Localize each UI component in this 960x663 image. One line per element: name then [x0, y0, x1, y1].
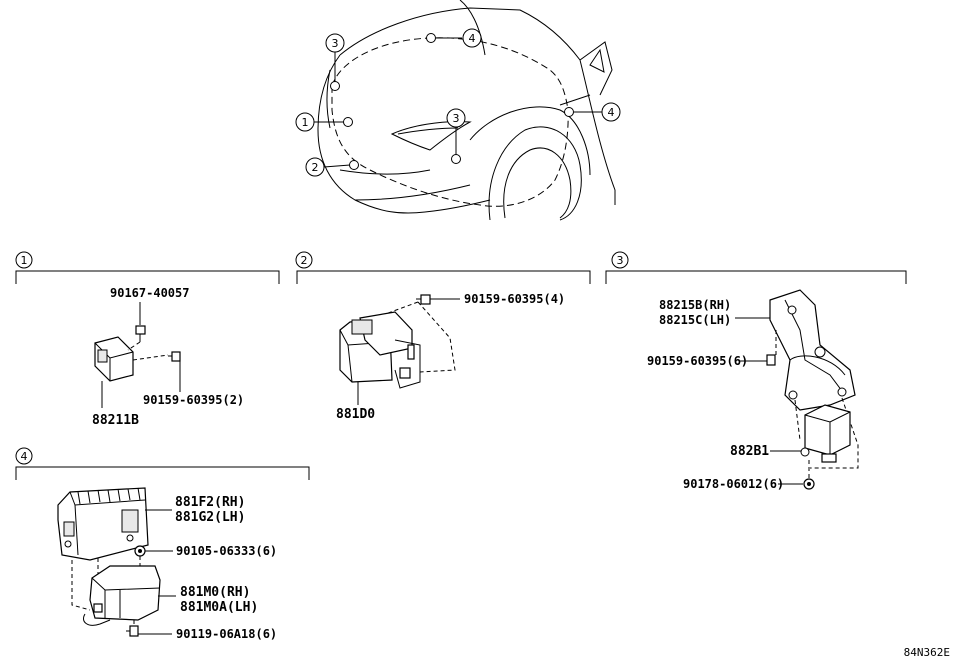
section-2-bracket [296, 270, 591, 284]
part-label-90119-06A18-6: 90119-06A18(6) [176, 627, 277, 641]
section-4-number: 4 [21, 450, 28, 463]
part-label-90159-60395-4: 90159-60395(4) [464, 292, 565, 306]
bolt-90167-40057 [135, 325, 146, 342]
bracket-881F2 [57, 487, 149, 561]
nut-90105-06333 [134, 545, 146, 557]
part-label-90178-06012-6: 90178-06012(6) [683, 477, 784, 491]
section-1-bracket [15, 270, 280, 284]
part-label-881M0: 881M0(RH) [180, 585, 250, 600]
section-2: 2 90159-60395(4) 881D0 [295, 251, 591, 422]
section-3-bracket [605, 270, 907, 284]
overview-callout-3-center: 3 [453, 112, 460, 125]
nut-90178-06012 [803, 478, 815, 490]
part-label-882B1: 882B1 [730, 444, 769, 459]
bolt-90159-60395 [168, 351, 181, 362]
overview-callout-3-left: 3 [332, 37, 339, 50]
part-label-90167-40057: 90167-40057 [110, 286, 189, 300]
section-2-number: 2 [301, 254, 308, 267]
section-3: 3 88215B(RH) 88215C(LH) 90159-60395(6) [605, 251, 907, 491]
section-4: 4 881F2(RH) 881G2(LH) 90105-06333(6) [15, 447, 310, 641]
car-overview-illustration [317, 0, 616, 221]
overview-callouts: 4 3 1 2 3 4 [295, 28, 621, 177]
part-label-90105-06333-6: 90105-06333(6) [176, 544, 277, 558]
overview-callout-1: 1 [302, 116, 309, 129]
section-1: 1 90167-40057 90159-60395(2) 88211B [15, 251, 280, 428]
part-label-88215B: 88215B(RH) [659, 298, 731, 312]
part-label-88215C: 88215C(LH) [659, 313, 731, 327]
radar-sensor-881M0 [83, 565, 161, 626]
radar-sensor-88211B [94, 336, 134, 382]
overview-callout-2: 2 [312, 161, 319, 174]
part-label-90159-60395-6: 90159-60395(6) [647, 354, 748, 368]
section-1-number: 1 [21, 254, 28, 267]
radar-sensor-882B1 [800, 404, 851, 463]
sensor-bracket-881D0 [339, 311, 421, 389]
part-label-88211B: 88211B [92, 413, 139, 428]
part-label-90159-60395-2: 90159-60395(2) [143, 393, 244, 407]
part-label-881F2: 881F2(RH) [175, 495, 245, 510]
overview-callout-4-top: 4 [469, 32, 476, 45]
bolt-90119-06A18 [126, 625, 139, 637]
section-3-number: 3 [617, 254, 624, 267]
section-4-bracket [15, 466, 310, 480]
part-label-881D0: 881D0 [336, 407, 375, 422]
bolt-90159-60395-6 [766, 354, 776, 366]
bracket-88215 [769, 289, 856, 411]
overview-callout-4-right: 4 [608, 106, 615, 119]
part-label-881G2: 881G2(LH) [175, 510, 245, 525]
diagram-code: 84N362E [904, 646, 950, 659]
part-label-881M0A: 881M0A(LH) [180, 600, 258, 615]
